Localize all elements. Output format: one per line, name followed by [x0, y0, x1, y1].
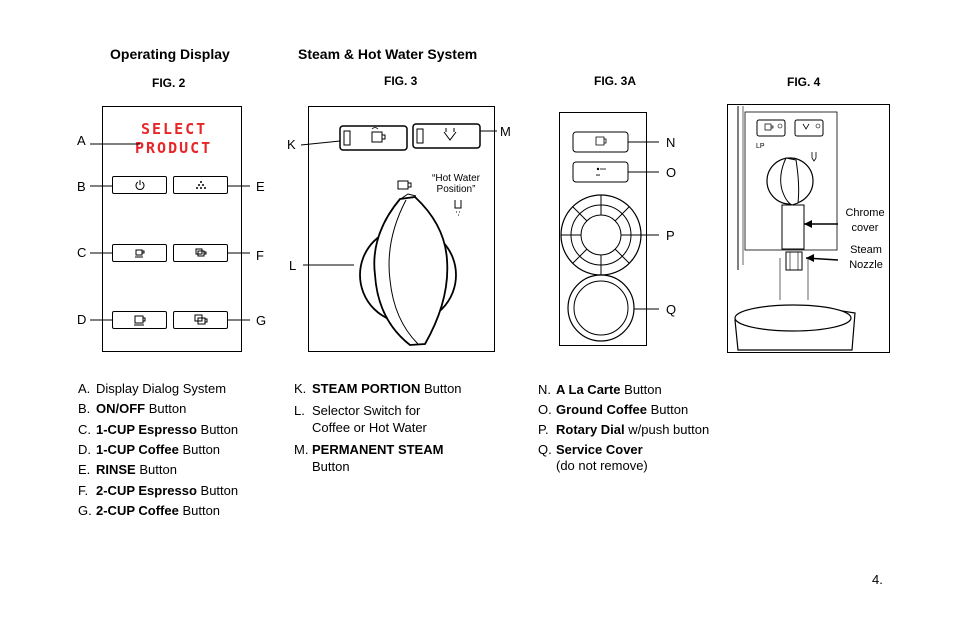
- 2-cup-coffee-button[interactable]: [173, 311, 228, 329]
- legend-item: M.PERMANENT STEAM: [294, 442, 444, 457]
- rinse-button[interactable]: [173, 176, 228, 194]
- label-m: M: [500, 124, 511, 139]
- legend-item: E.RINSE Button: [78, 462, 177, 477]
- rinse-icon: [195, 181, 206, 189]
- label-q: Q: [666, 302, 677, 317]
- 1-cup-espresso-button[interactable]: [112, 244, 167, 262]
- legend-item: N.A La Carte Button: [538, 382, 662, 397]
- fig2-caption: FIG. 2: [152, 76, 186, 90]
- label-o: O: [666, 165, 677, 180]
- hot-water-position-note: “Hot Water Position”: [432, 173, 480, 195]
- legend-item: D.1-CUP Coffee Button: [78, 442, 221, 457]
- double-mug-icon: [194, 314, 207, 325]
- legend-item: K.STEAM PORTION Button: [294, 381, 462, 396]
- legend-item: C.1-CUP Espresso Button: [78, 422, 239, 437]
- dial-mark: LP: [756, 143, 765, 150]
- legend-item: L.Selector Switch for: [294, 403, 421, 418]
- mug-icon: [133, 315, 145, 325]
- chrome-cover-label: Chrome cover: [845, 207, 885, 234]
- label-d: D: [77, 312, 87, 327]
- legend-item: B.ON/OFF Button: [78, 401, 187, 416]
- label-k: K: [287, 137, 296, 152]
- label-f: F: [256, 248, 264, 263]
- legend-item: A.Display Dialog System: [78, 381, 227, 396]
- label-c: C: [77, 245, 87, 260]
- legend-item: G.2-CUP Coffee Button: [78, 503, 221, 518]
- steam-system-header: Steam & Hot Water System: [298, 46, 478, 62]
- steam-nozzle-label: Steam Nozzle: [849, 244, 883, 271]
- on-off-button[interactable]: [112, 176, 167, 194]
- legend-item: P.Rotary Dial w/push button: [538, 422, 710, 437]
- operating-display-header: Operating Display: [110, 46, 230, 62]
- label-n: N: [666, 135, 676, 150]
- label-g: G: [256, 313, 267, 328]
- 2-cup-espresso-button[interactable]: [173, 244, 228, 262]
- label-a: A: [77, 133, 86, 148]
- cup-icon: [134, 249, 144, 258]
- label-l: L: [289, 258, 297, 273]
- fig3a-caption: FIG. 3A: [594, 74, 637, 88]
- legend-item: Q.Service Cover: [538, 442, 643, 457]
- label-e: E: [256, 179, 265, 194]
- label-b: B: [77, 179, 86, 194]
- display-line-2: PRODUCT: [135, 139, 213, 157]
- fig4-caption: FIG. 4: [787, 75, 821, 89]
- display-line-1: SELECT: [141, 120, 208, 138]
- page-number: 4.: [872, 572, 883, 587]
- power-icon: [135, 180, 144, 190]
- label-p: P: [666, 228, 675, 243]
- legend-item-line2: (do not remove): [556, 458, 648, 473]
- legend-item-line2: Coffee or Hot Water: [312, 420, 427, 435]
- fig3-caption: FIG. 3: [384, 74, 418, 88]
- double-cup-icon: [195, 248, 206, 256]
- 1-cup-coffee-button[interactable]: [112, 311, 167, 329]
- legend-item-line2: Button: [312, 459, 350, 474]
- legend-item: F.2-CUP Espresso Button: [78, 483, 239, 498]
- legend-item: O.Ground Coffee Button: [538, 402, 689, 417]
